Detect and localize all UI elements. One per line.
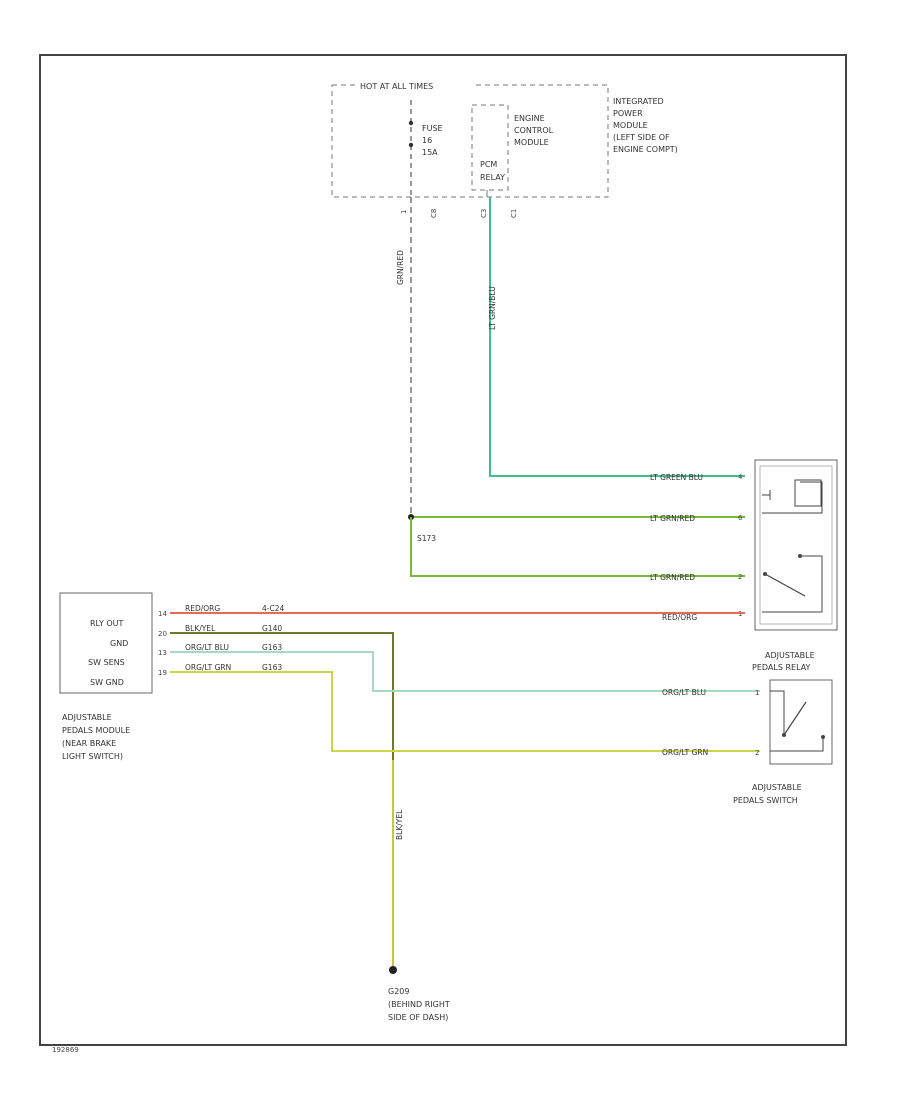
lt-grn-red-label-2: LT GRN/RED	[650, 573, 695, 582]
relay-pin-4: 4	[738, 473, 743, 481]
ground-title-2: SIDE OF DASH)	[388, 1013, 448, 1022]
ipm-title-5: ENGINE COMPT)	[613, 145, 678, 154]
pedals-module-outline	[59, 592, 153, 694]
relay-outline	[754, 459, 838, 631]
red-org-label-right: RED/ORG	[662, 613, 697, 622]
lt-grn-red-label-1: LT GRN/RED	[650, 514, 695, 523]
relay-contact-arm	[764, 573, 806, 597]
module-title-4: LIGHT SWITCH)	[62, 752, 123, 761]
module-pin-label-gnd: GND	[110, 639, 128, 648]
diagram-frame	[39, 54, 847, 1046]
lt-grn-blu-wire	[489, 197, 745, 477]
red-org-circuit: 4-C24	[262, 604, 284, 613]
org-lt-grn-label-right: ORG/LT GRN	[662, 748, 708, 757]
switch-pin-1: 1	[755, 689, 759, 697]
engine-control-label-2: CONTROL	[514, 126, 554, 135]
org-lt-grn-circuit: G163	[262, 663, 282, 672]
ipm-title-4: (LEFT SIDE OF	[613, 133, 670, 142]
blk-yel-vertical-label: BLK/YEL	[395, 809, 404, 840]
switch-outline	[769, 679, 833, 765]
relay-pin-2: 2	[738, 573, 742, 581]
lt-grn-blu-vertical-label: LT GRN/BLU	[488, 286, 497, 330]
blk-yel-label-left: BLK/YEL	[185, 624, 216, 633]
engine-control-label-1: ENGINE	[514, 114, 545, 123]
fuse-node-top	[408, 120, 414, 126]
module-pin-label-rly-out: RLY OUT	[90, 619, 124, 628]
module-title-2: PEDALS MODULE	[62, 726, 130, 735]
pcm-relay-label-1: PCM	[480, 160, 497, 169]
org-lt-blu-circuit: G163	[262, 643, 282, 652]
figure-id: 192869	[52, 1046, 79, 1054]
power-module-outline	[331, 84, 609, 198]
relay-coil	[794, 479, 822, 507]
header-mask	[356, 80, 476, 92]
switch-pin-2: 2	[755, 749, 759, 757]
ipm-title-2: POWER	[613, 109, 643, 118]
lt-grn-red-wire-2	[410, 517, 745, 577]
ipm-title-1: INTEGRATED	[613, 97, 664, 106]
adjustable-pedals-switch: 1 2	[755, 679, 833, 765]
relay-contact-pivot	[763, 572, 767, 576]
pcm-relay-label-2: RELAY	[480, 173, 505, 182]
fuse-number: 16	[422, 136, 432, 145]
switch-title-2: PEDALS SWITCH	[733, 796, 798, 805]
ipm-pin-c8: C8	[430, 209, 438, 218]
org-lt-blu-wire	[170, 651, 760, 692]
ipm-pin-c3: C3	[480, 209, 488, 218]
relay-contact-node	[798, 554, 802, 558]
relay-coil-lines	[762, 481, 823, 514]
red-org-label-left: RED/ORG	[185, 604, 220, 613]
relay-title-1: ADJUSTABLE	[765, 651, 815, 660]
org-lt-grn-label-left: ORG/LT GRN	[185, 663, 231, 672]
org-lt-grn-wire	[170, 671, 760, 752]
switch-arm	[783, 701, 807, 736]
org-lt-blu-label-left: ORG/LT BLU	[185, 643, 229, 652]
adjustable-pedals-module: RLY OUT GND SW SENS SW GND 14 20 13 19	[59, 592, 167, 694]
adjustable-pedals-relay: 4 6 2 1	[738, 459, 838, 631]
engine-control-label-3: MODULE	[514, 138, 549, 147]
relay-inner-outline	[759, 465, 833, 625]
relay-title-2: PEDALS RELAY	[752, 663, 811, 672]
module-title-3: (NEAR BRAKE	[62, 739, 116, 748]
switch-leads	[770, 690, 824, 752]
blk-yel-wire	[170, 632, 394, 968]
fuse-rating: 15A	[422, 148, 438, 157]
ipm-pin-c1: C1	[510, 209, 518, 218]
splice-label: S173	[417, 534, 436, 543]
ground-id: G209	[388, 987, 409, 996]
relay-pin-6: 6	[738, 514, 743, 522]
module-title-1: ADJUSTABLE	[62, 713, 112, 722]
ipm-title-3: MODULE	[613, 121, 648, 130]
fuse-node-bottom	[408, 142, 414, 148]
org-lt-blu-label-right: ORG/LT BLU	[662, 688, 706, 697]
relay-contact-lines	[762, 555, 823, 613]
module-pin-label-sw-sens: SW SENS	[88, 658, 125, 667]
ground-node	[389, 966, 397, 974]
lt-green-blu-label: LT GREEN BLU	[650, 473, 703, 482]
module-pin-20: 20	[158, 630, 167, 638]
ground-title-1: (BEHIND RIGHT	[388, 1000, 450, 1009]
blk-yel-circuit: G140	[262, 624, 282, 633]
hot-at-all-times-label: HOT AT ALL TIMES	[360, 82, 433, 91]
module-pin-13: 13	[158, 649, 167, 657]
integrated-power-module: HOT AT ALL TIMES FUSE 16 15A PCM RELAY E…	[331, 80, 678, 218]
switch-title-1: ADJUSTABLE	[752, 783, 802, 792]
module-pin-label-sw-gnd: SW GND	[90, 678, 124, 687]
ipm-pin-1: 1	[400, 210, 408, 214]
module-pin-14: 14	[158, 610, 167, 618]
grn-red-vertical-label: GRN/RED	[396, 250, 405, 285]
fuse-label: FUSE	[422, 124, 443, 133]
module-pin-19: 19	[158, 669, 167, 677]
pcm-relay-box	[471, 104, 509, 191]
